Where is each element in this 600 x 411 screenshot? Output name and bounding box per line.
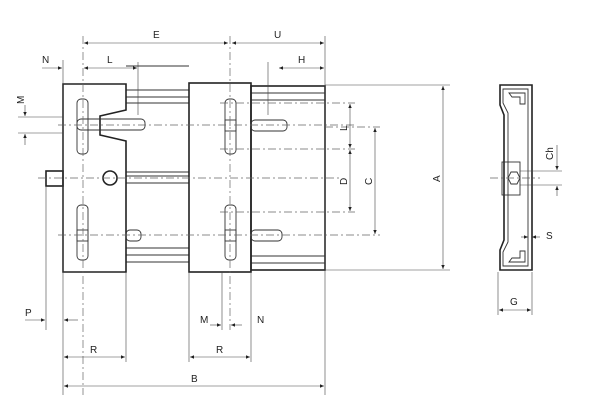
dim-label-A: A bbox=[432, 175, 443, 182]
end-block bbox=[62, 83, 127, 273]
dim-label-R-left: R bbox=[90, 345, 97, 356]
dim-label-H: H bbox=[298, 55, 305, 66]
extension-lines bbox=[18, 36, 450, 395]
rod-end bbox=[45, 170, 64, 187]
dim-label-M-left: M bbox=[16, 96, 27, 104]
centerlines bbox=[38, 36, 380, 395]
dim-label-M-bottom: M bbox=[200, 315, 208, 326]
dim-label-D: D bbox=[339, 178, 350, 185]
guide-rails bbox=[126, 65, 326, 271]
dim-label-P: P bbox=[25, 308, 32, 319]
dim-label-U: U bbox=[274, 30, 281, 41]
slots bbox=[76, 98, 288, 261]
carriage bbox=[188, 82, 252, 273]
side-view: Ch S G bbox=[490, 84, 562, 315]
front-view: E U N L H M L D C A P M N R R B bbox=[16, 30, 450, 395]
dim-label-N-bottom: N bbox=[257, 315, 264, 326]
dim-label-E: E bbox=[153, 30, 160, 41]
dim-label-N-top: N bbox=[42, 55, 49, 66]
dim-label-L-top: L bbox=[107, 55, 113, 66]
dim-label-G: G bbox=[510, 297, 518, 308]
dim-label-C: C bbox=[364, 178, 375, 185]
dim-label-R-right: R bbox=[216, 345, 223, 356]
hex-nut-icon bbox=[507, 171, 521, 185]
dim-label-L-right: L bbox=[339, 125, 350, 131]
dim-label-S: S bbox=[546, 231, 553, 242]
dim-label-Ch: Ch bbox=[545, 147, 556, 160]
dim-label-B: B bbox=[191, 374, 198, 385]
dimension-lines bbox=[23, 41, 445, 388]
